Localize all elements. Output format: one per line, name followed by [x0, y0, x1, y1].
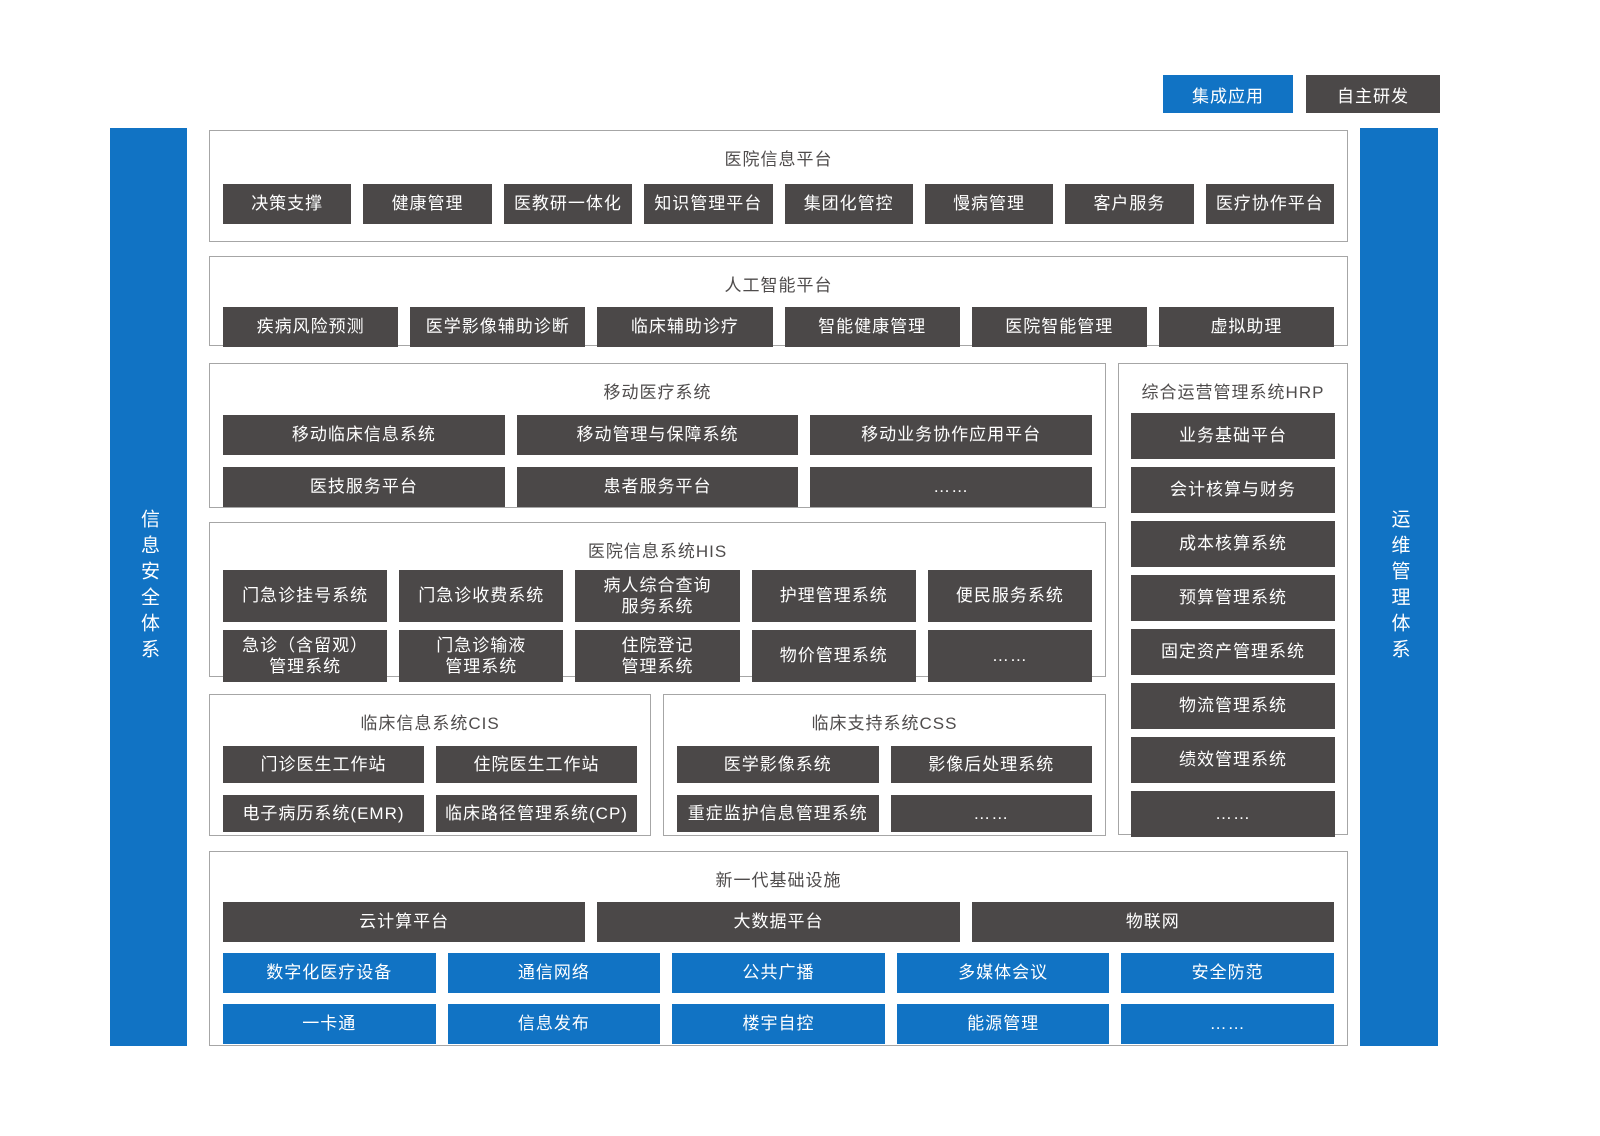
module-box: 信息发布 [447, 1004, 661, 1044]
sidebar-info-security-label: 信息安全体系 [138, 509, 159, 665]
module-box: 住院医生工作站 [436, 746, 637, 783]
module-box: 医学影像系统 [677, 746, 879, 783]
sidebar-ops-management: 运维管理体系 [1360, 128, 1438, 1046]
section-title: 临床支持系统CSS [811, 714, 958, 733]
module-box: 会计核算与财务 [1131, 467, 1335, 513]
module-box: 慢病管理 [924, 184, 1054, 224]
section-hrp: 综合运营管理系统HRP 业务基础平台 会计核算与财务 成本核算系统 预算管理系统… [1118, 363, 1348, 837]
module-box: 移动管理与保障系统 [516, 415, 799, 455]
module-box: 数字化医疗设备 [223, 953, 436, 993]
sidebar-ops-management-label: 运维管理体系 [1388, 509, 1410, 665]
module-row: 疾病风险预测 医学影像辅助诊断 临床辅助诊疗 智能健康管理 医院智能管理 虚拟助… [210, 307, 1347, 347]
module-box: 医院智能管理 [971, 307, 1147, 347]
module-box: 大数据平台 [597, 902, 960, 942]
module-box: 智能健康管理 [784, 307, 960, 347]
module-box: 医疗协作平台 [1205, 184, 1334, 224]
module-row: 移动临床信息系统 移动管理与保障系统 移动业务协作应用平台 [210, 415, 1105, 455]
module-box: 预算管理系统 [1131, 575, 1335, 621]
section-title: 新一代基础设施 [715, 871, 842, 890]
module-box: 门急诊收费系统 [399, 570, 564, 622]
module-box: 医教研一体化 [503, 184, 633, 224]
section-title: 医院信息平台 [724, 150, 833, 169]
module-box: 固定资产管理系统 [1131, 629, 1335, 675]
section-mobile-medical: 移动医疗系统 移动临床信息系统 移动管理与保障系统 移动业务协作应用平台 医技服… [209, 363, 1106, 508]
module-box: …… [810, 467, 1093, 507]
section-hospital-info-platform: 医院信息平台 决策支撑 健康管理 医教研一体化 知识管理平台 集团化管控 慢病管… [209, 130, 1348, 242]
module-box: …… [927, 630, 1093, 682]
section-title: 综合运营管理系统HRP [1141, 383, 1325, 402]
section-ai-platform: 人工智能平台 疾病风险预测 医学影像辅助诊断 临床辅助诊疗 智能健康管理 医院智… [209, 256, 1348, 347]
module-row: 决策支撑 健康管理 医教研一体化 知识管理平台 集团化管控 慢病管理 客户服务 … [210, 184, 1347, 224]
module-row: 一卡通 信息发布 楼宇自控 能源管理 …… [210, 1004, 1347, 1044]
module-box: …… [1131, 791, 1335, 837]
module-box: 住院登记 管理系统 [575, 630, 740, 682]
module-box: 成本核算系统 [1131, 521, 1335, 567]
module-row: 电子病历系统(EMR) 临床路径管理系统(CP) [210, 795, 650, 832]
module-box: 影像后处理系统 [890, 746, 1092, 783]
module-box: 病人综合查询 服务系统 [575, 570, 740, 622]
module-box: …… [890, 795, 1092, 832]
module-box: 一卡通 [223, 1004, 436, 1044]
legend-self-developed: 自主研发 [1306, 75, 1440, 113]
module-box: 知识管理平台 [644, 184, 773, 224]
module-box: 物价管理系统 [751, 630, 916, 682]
module-row: 医学影像系统 影像后处理系统 [664, 746, 1105, 783]
module-row: 云计算平台 大数据平台 物联网 [210, 902, 1347, 942]
section-title: 医院信息系统HIS [587, 542, 728, 561]
module-box: 楼宇自控 [672, 1004, 885, 1044]
module-box: 移动临床信息系统 [223, 415, 505, 455]
module-box: 护理管理系统 [751, 570, 916, 622]
section-title: 临床信息系统CIS [360, 714, 500, 733]
module-row: 数字化医疗设备 通信网络 公共广播 多媒体会议 安全防范 [210, 953, 1347, 993]
module-box: 电子病历系统(EMR) [223, 795, 424, 832]
module-box: 公共广播 [672, 953, 885, 993]
module-row: 急诊（含留观） 管理系统 门急诊输液 管理系统 住院登记 管理系统 物价管理系统… [210, 630, 1105, 682]
module-row: 医技服务平台 患者服务平台 …… [210, 467, 1105, 507]
module-box: 物联网 [971, 902, 1334, 942]
module-box: 门诊医生工作站 [223, 746, 424, 783]
module-box: 业务基础平台 [1131, 413, 1335, 459]
module-box: 客户服务 [1065, 184, 1194, 224]
module-box: 决策支撑 [223, 184, 352, 224]
module-box: 便民服务系统 [927, 570, 1093, 622]
module-box: 多媒体会议 [896, 953, 1110, 993]
module-row: 门诊医生工作站 住院医生工作站 [210, 746, 650, 783]
legend-integrated-app: 集成应用 [1163, 75, 1293, 113]
module-box: 患者服务平台 [516, 467, 799, 507]
module-box: 急诊（含留观） 管理系统 [223, 630, 388, 682]
sidebar-info-security: 信息安全体系 [110, 128, 187, 1046]
section-title: 人工智能平台 [724, 276, 833, 295]
module-box: 移动业务协作应用平台 [810, 415, 1093, 455]
module-row: 重症监护信息管理系统 …… [664, 795, 1105, 832]
section-css: 临床支持系统CSS 医学影像系统 影像后处理系统 重症监护信息管理系统 …… [663, 694, 1106, 836]
module-box: 物流管理系统 [1131, 683, 1335, 729]
section-title: 移动医疗系统 [603, 383, 712, 402]
module-box: 健康管理 [363, 184, 492, 224]
module-box: …… [1121, 1004, 1334, 1044]
module-box: 云计算平台 [223, 902, 586, 942]
module-box: 集团化管控 [784, 184, 913, 224]
module-box: 医技服务平台 [223, 467, 505, 507]
module-box: 临床路径管理系统(CP) [436, 795, 637, 832]
section-infrastructure: 新一代基础设施 云计算平台 大数据平台 物联网 数字化医疗设备 通信网络 公共广… [209, 851, 1348, 1046]
module-box: 门急诊挂号系统 [223, 570, 388, 622]
section-his: 医院信息系统HIS 门急诊挂号系统 门急诊收费系统 病人综合查询 服务系统 护理… [209, 522, 1106, 682]
module-box: 门急诊输液 管理系统 [399, 630, 564, 682]
module-box: 通信网络 [447, 953, 661, 993]
module-box: 重症监护信息管理系统 [677, 795, 879, 832]
module-box: 医学影像辅助诊断 [410, 307, 586, 347]
module-box: 虚拟助理 [1158, 307, 1335, 347]
module-box: 临床辅助诊疗 [597, 307, 773, 347]
module-box: 疾病风险预测 [223, 307, 399, 347]
module-box: 能源管理 [896, 1004, 1110, 1044]
module-box: 绩效管理系统 [1131, 737, 1335, 783]
module-column: 业务基础平台 会计核算与财务 成本核算系统 预算管理系统 固定资产管理系统 物流… [1119, 403, 1347, 837]
module-box: 安全防范 [1121, 953, 1334, 993]
module-row: 门急诊挂号系统 门急诊收费系统 病人综合查询 服务系统 护理管理系统 便民服务系… [210, 570, 1105, 622]
section-cis: 临床信息系统CIS 门诊医生工作站 住院医生工作站 电子病历系统(EMR) 临床… [209, 694, 651, 836]
